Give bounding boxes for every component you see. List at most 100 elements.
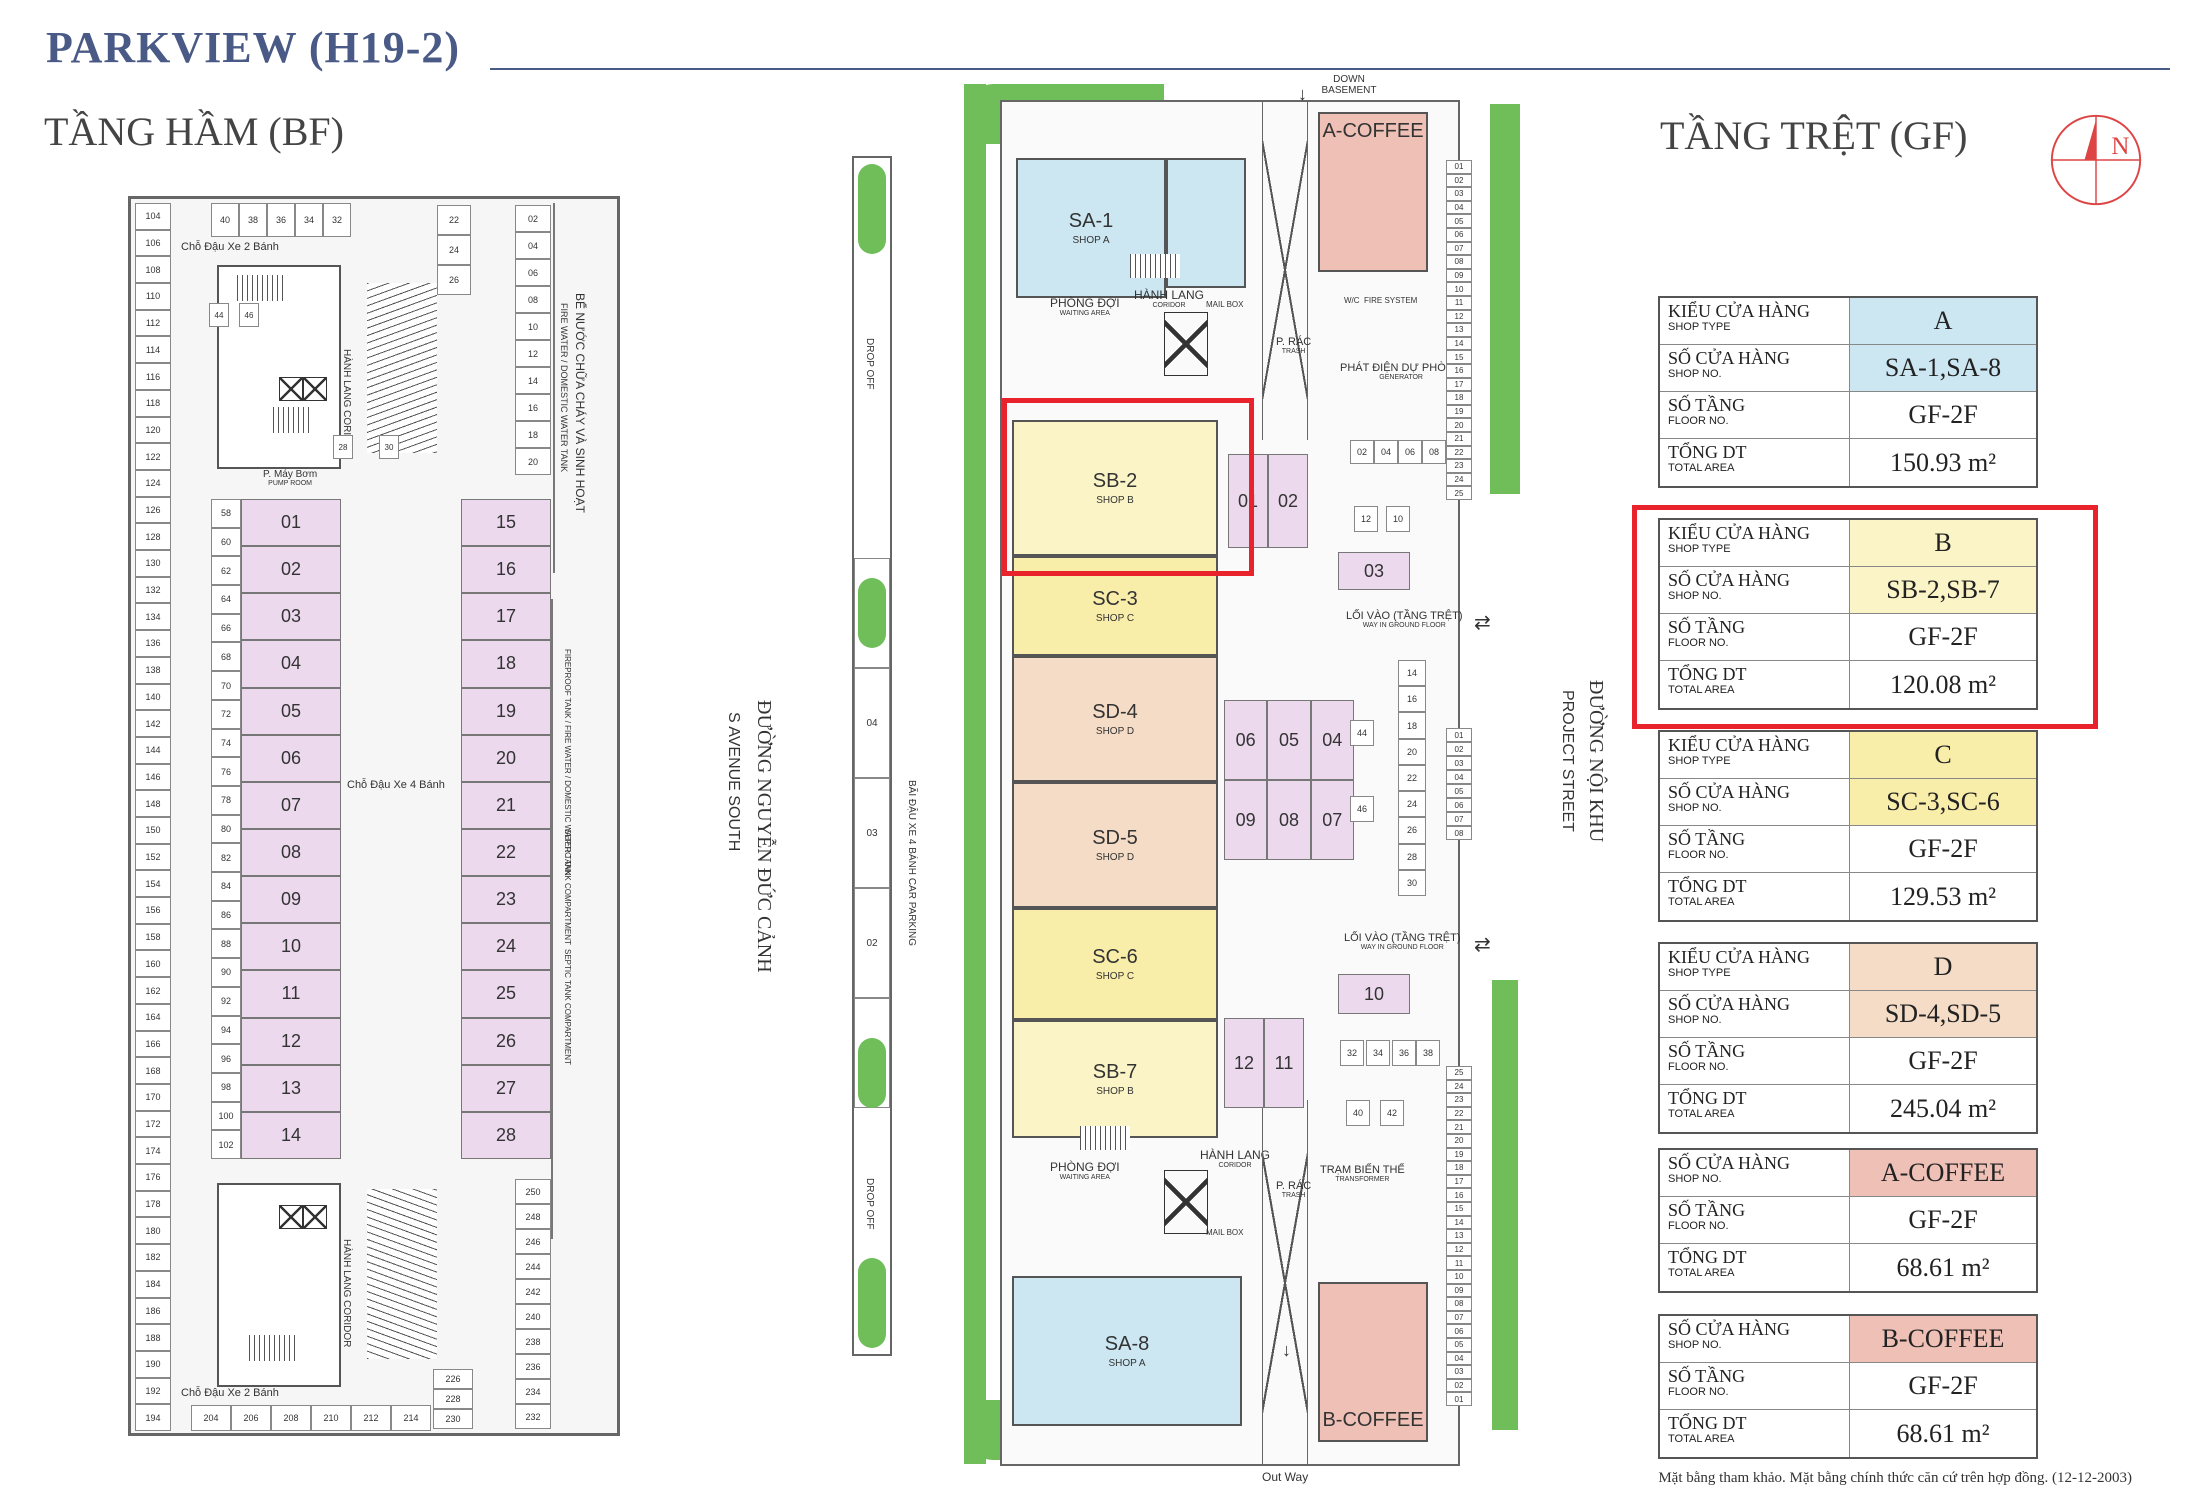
parking-slot: 90 <box>211 958 241 987</box>
water-tank-label-en: FIRE WATER / DOMESTIC WATER TANK <box>559 303 569 473</box>
kiosk[interactable]: 06 <box>1224 700 1268 780</box>
kiosk-03[interactable]: 03 <box>1338 552 1410 590</box>
parking-slot: 140 <box>135 683 171 711</box>
parking-slot: 03 <box>854 778 890 888</box>
kiosk[interactable]: 07 <box>1310 780 1354 860</box>
parking-slot: 28 <box>333 435 353 459</box>
parking-slot: 158 <box>135 923 171 951</box>
shop-sd-4[interactable]: SD-4 SHOP D <box>1012 656 1218 782</box>
parking-slot: 22 <box>437 205 471 235</box>
parking-slot: 36 <box>267 203 295 237</box>
parking-slot: 234 <box>515 1379 551 1404</box>
parking-slot: 116 <box>135 363 171 390</box>
parking-bay: 11 <box>241 970 341 1018</box>
elevator-icon <box>279 377 303 401</box>
parking-slot: 02 <box>1446 742 1472 756</box>
parking-slot: 15 <box>1446 350 1472 364</box>
spec-label-en: SHOP NO. <box>1668 802 1722 814</box>
parking-slot: 58 <box>211 499 241 528</box>
parking-slot: 174 <box>135 1137 171 1165</box>
kiosk[interactable]: 02 <box>1268 454 1308 548</box>
spec-label-en: FLOOR NO. <box>1668 637 1729 649</box>
spec-label-vn: KIỂU CỬA HÀNG <box>1668 735 1810 755</box>
shop-sd-5[interactable]: SD-5 SHOP D <box>1012 782 1218 908</box>
compass-label: N <box>2111 133 2129 160</box>
kiosk-10[interactable]: 10 <box>1338 974 1410 1014</box>
kiosk[interactable]: 04 <box>1310 700 1354 780</box>
elevator-icon <box>303 377 327 401</box>
shop-sb-2[interactable]: SB-2 SHOP B <box>1012 420 1218 556</box>
spec-value: 68.61 m² <box>1896 1418 1990 1448</box>
parking-slot: 04 <box>1446 1351 1472 1366</box>
kiosk[interactable]: 12 <box>1224 1018 1264 1108</box>
kiosk[interactable]: 09 <box>1224 780 1268 860</box>
out-way-label: Out Way <box>1262 1470 1309 1484</box>
entrance-1: LỐI VÀO (TẦNG TRỆT)WAY IN GROUND FLOOR <box>1346 610 1463 629</box>
parking-slot: 246 <box>515 1229 551 1254</box>
parking-slot: 204 <box>191 1405 231 1431</box>
kiosk[interactable]: 01 <box>1228 454 1268 548</box>
shop-sa-8[interactable]: SA-8 SHOP A <box>1012 1276 1242 1426</box>
parking-slot: 09 <box>1446 268 1472 283</box>
parking-slot: 244 <box>515 1254 551 1279</box>
parking-slot: 178 <box>135 1190 171 1218</box>
b-coffee-shop[interactable]: B-COFFEE <box>1318 1282 1428 1442</box>
parking-slot: 76 <box>211 757 241 786</box>
parking-slot: 126 <box>135 496 171 524</box>
a-coffee-shop[interactable]: A-COFFEE <box>1318 112 1428 272</box>
shop-sb-7[interactable]: SB-7 SHOP B <box>1012 1020 1218 1138</box>
kiosk[interactable]: 08 <box>1267 780 1311 860</box>
parking-slot: 238 <box>515 1329 551 1354</box>
basement-bottom-core <box>217 1183 341 1387</box>
parking-slot: 240 <box>515 1304 551 1329</box>
shop-sa-1[interactable]: SA-1 SHOP A <box>1016 158 1166 298</box>
parking-slot: 02 <box>1446 173 1472 188</box>
green-planter <box>858 164 886 254</box>
fireproof-tank-label: FIREPROOF TANK / FIRE WATER / DOMESTIC W… <box>563 649 572 876</box>
parking-slot: 80 <box>211 814 241 844</box>
parking-slot: 04 <box>1374 440 1398 464</box>
highlight-shop-type-b <box>1632 505 2098 729</box>
shop-code: SB-2 <box>1092 470 1138 492</box>
parking-slot: 102 <box>211 1130 241 1159</box>
spec-label-vn: TỔNG DT <box>1668 1413 1747 1433</box>
parking-slot: 01 <box>1446 1392 1472 1406</box>
kiosk[interactable]: 05 <box>1267 700 1311 780</box>
parking-slot: 14 <box>1446 336 1472 351</box>
shop-code: SA-8 <box>1104 1333 1150 1355</box>
wc-label: W/C <box>1344 296 1360 305</box>
parking-slot: 122 <box>135 443 171 470</box>
elevator-icon <box>1164 1170 1208 1234</box>
spec-value: SB-2,SB-7 <box>1850 567 2036 613</box>
parking-slot: 14 <box>1446 1215 1472 1230</box>
parking-slot: 212 <box>351 1405 391 1431</box>
parking-slot: 108 <box>135 256 171 284</box>
parking-bay: 01 <box>241 499 341 547</box>
shop-sc-6[interactable]: SC-6 SHOP C <box>1012 908 1218 1020</box>
parking-slot: 05 <box>1446 214 1472 228</box>
parking-slot: 230 <box>433 1409 473 1429</box>
basement-corridor-bottom: HÀNH LANG CORIDOR <box>341 1239 352 1348</box>
spec-label-en: SHOP TYPE <box>1668 321 1731 333</box>
spec-value: 120.08 m² <box>1889 669 1997 699</box>
kiosk[interactable]: 11 <box>1264 1018 1304 1108</box>
parking-slot: 08 <box>1422 440 1446 464</box>
spec-value: GF-2F <box>1908 400 1978 429</box>
septic-tank-1: SEPTIC TANK COMPARTMENT <box>563 829 572 945</box>
